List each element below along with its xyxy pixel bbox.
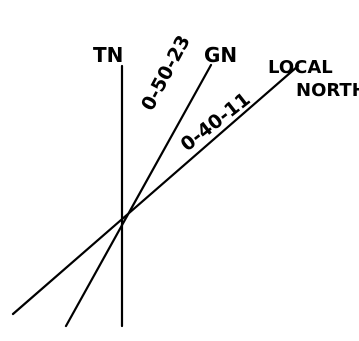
grid-north-label: GN — [204, 43, 237, 67]
local-north-angle-label: 0-40-11 — [177, 88, 255, 156]
grid-north-line — [64, 63, 213, 328]
true-north-label: TN — [93, 43, 123, 67]
local-north-label-line1: LOCAL — [268, 57, 333, 78]
local-north-label-line2: NORTH — [296, 80, 359, 101]
grid-north-angle-label: 0-50-23 — [137, 32, 195, 115]
local-north-line — [11, 64, 300, 316]
